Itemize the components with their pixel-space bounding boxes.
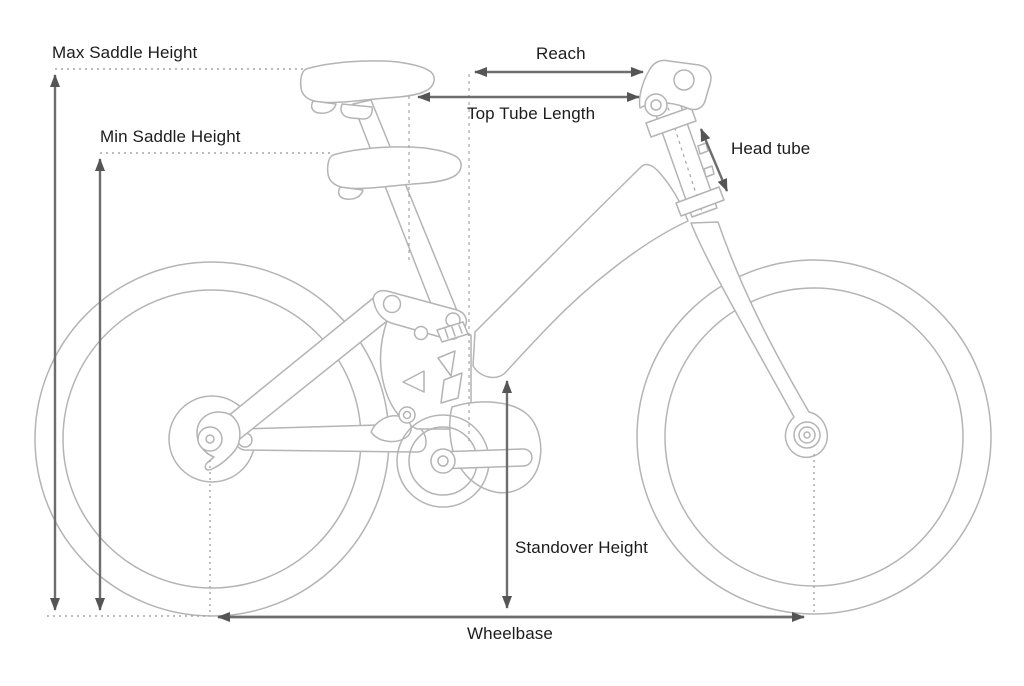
frame-graphic-arrow bbox=[402, 370, 425, 393]
label-head-tube: Head tube bbox=[731, 139, 811, 158]
label-wheelbase: Wheelbase bbox=[467, 624, 553, 643]
label-top-tube-length: Top Tube Length bbox=[467, 104, 596, 123]
rear-swingarm bbox=[196, 294, 427, 471]
label-standover-height: Standover Height bbox=[515, 538, 648, 557]
stem-handlebar bbox=[638, 59, 712, 117]
seatstay bbox=[221, 294, 393, 443]
fork-blade bbox=[690, 221, 829, 459]
crank-bolt bbox=[430, 448, 456, 474]
lower-link bbox=[370, 415, 412, 443]
saddle-max-clamp bbox=[340, 103, 373, 120]
steerer-axis bbox=[665, 100, 703, 213]
rear-hub bbox=[197, 426, 223, 452]
headset-spacer-bottom bbox=[675, 186, 725, 217]
headset-spacer-top bbox=[645, 106, 697, 138]
head-tube-arrow bbox=[699, 128, 729, 192]
head-tube-notch bbox=[703, 165, 715, 178]
down-tube bbox=[472, 163, 689, 379]
frame bbox=[472, 88, 725, 379]
frame-graphic-triangle bbox=[437, 350, 456, 377]
label-reach: Reach bbox=[536, 44, 586, 63]
pivot-bolt bbox=[382, 294, 402, 314]
label-max-saddle-height: Max Saddle Height bbox=[52, 43, 198, 62]
lower-pivot-bolt bbox=[398, 406, 416, 424]
front-fork bbox=[690, 221, 829, 459]
motor-housing bbox=[449, 401, 542, 494]
reference-lines bbox=[47, 68, 815, 617]
dimension-arrows bbox=[50, 67, 805, 622]
saddle-max-position bbox=[299, 60, 435, 120]
label-min-saddle-height: Min Saddle Height bbox=[100, 127, 241, 146]
saddle-min-position bbox=[326, 146, 462, 200]
saddle-min-bumper bbox=[337, 186, 364, 200]
seatpost bbox=[352, 99, 461, 328]
pivot-bolt bbox=[413, 325, 429, 341]
handlebar-clamp bbox=[644, 93, 668, 117]
saddle-max-bumper bbox=[310, 100, 337, 114]
saddle-min bbox=[326, 146, 462, 190]
front-hub bbox=[793, 421, 821, 449]
steerer-top-cap bbox=[673, 69, 695, 91]
saddle-max bbox=[299, 60, 435, 104]
frame-graphic-parallelogram bbox=[440, 372, 463, 404]
